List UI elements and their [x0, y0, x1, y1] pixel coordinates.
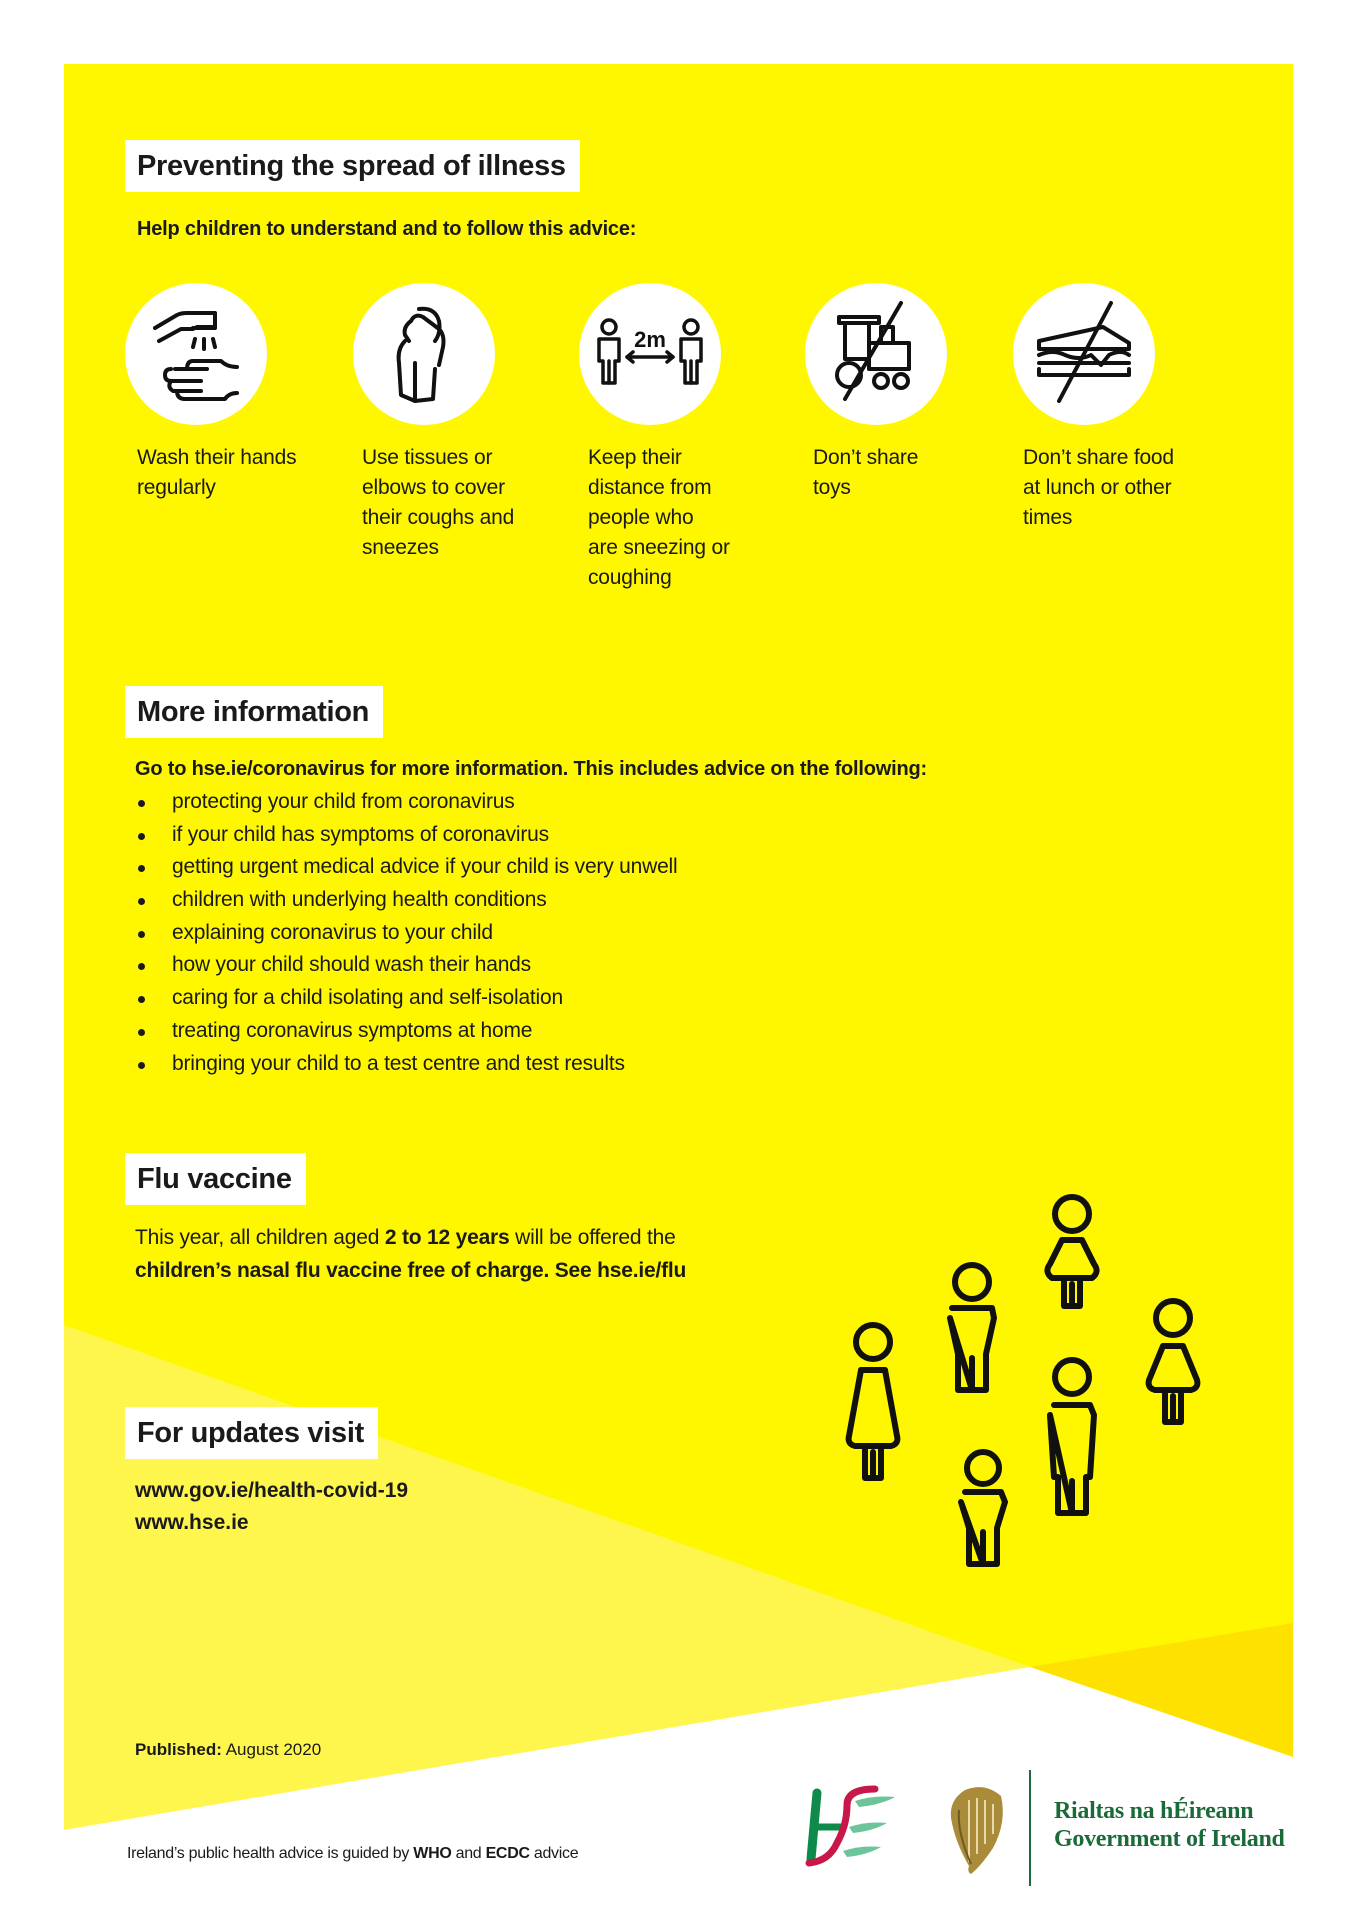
social-distance-2m-icon: 2m: [597, 318, 703, 385]
published-label: Published:: [135, 1740, 222, 1759]
caption-line: Don’t share food: [1023, 446, 1174, 469]
flu-text-line2: children’s nasal flu vaccine free of cha…: [135, 1259, 687, 1282]
caption-line: Keep their: [588, 446, 682, 469]
child-figure-icon: [958, 1449, 1008, 1567]
icon-circle-distance: 2m: [579, 283, 721, 425]
caption-cough-elbow: Use tissues or elbows to cover their cou…: [362, 443, 562, 563]
published-value: August 2020: [221, 1740, 322, 1759]
guidance-text: advice: [529, 1845, 579, 1862]
list-item: if your child has symptoms of coronaviru…: [135, 819, 677, 852]
child-figure-icon: [1047, 1357, 1097, 1516]
section-title-preventing: Preventing the spread of illness: [125, 140, 580, 192]
flu-age-range: 2 to 12 years: [384, 1226, 510, 1249]
caption-line: at lunch or other: [1023, 476, 1172, 499]
child-figure-icon: [1145, 1298, 1201, 1425]
preventing-subtitle: Help children to understand and to follo…: [137, 218, 637, 240]
caption-distance: Keep their distance from people who are …: [588, 443, 788, 593]
hand-washing-icon: [153, 311, 239, 401]
list-item: caring for a child isolating and self-is…: [135, 982, 677, 1015]
list-item: explaining coronavirus to your child: [135, 917, 677, 950]
no-food-sharing-icon: [1037, 301, 1131, 403]
caption-hand-washing: Wash their hands regularly: [137, 443, 337, 503]
list-item: children with underlying health conditio…: [135, 884, 677, 917]
flu-text-line1: This year, all children aged 2 to 12 yea…: [135, 1221, 676, 1254]
caption-line: times: [1023, 506, 1073, 529]
section-title-text: Preventing the spread of illness: [137, 150, 566, 182]
list-item: getting urgent medical advice if your ch…: [135, 851, 678, 884]
gov-name-english: Government of Ireland: [1054, 1826, 1285, 1852]
caption-line: Don’t share: [813, 446, 919, 469]
caption-line: are sneezing or: [588, 536, 730, 559]
caption-no-food: Don’t share food at lunch or other times: [1023, 443, 1223, 533]
guidance-who: WHO: [413, 1845, 452, 1862]
child-figure-icon: [947, 1262, 997, 1393]
caption-no-toys: Don’t share toys: [813, 443, 1013, 503]
caption-line: their coughs and: [362, 506, 515, 529]
flu-text-regular: will be offered the: [509, 1226, 676, 1249]
harp-emblem-icon: [950, 1787, 1003, 1874]
list-item: how your child should wash their hands: [135, 949, 677, 982]
child-figure-icon: [845, 1322, 901, 1481]
more-info-intro: Go to hse.ie/coronavirus for more inform…: [135, 758, 927, 780]
caption-line: people who: [588, 506, 694, 529]
flu-text-regular: This year, all children aged: [135, 1226, 385, 1249]
caption-line: sneezes: [362, 536, 439, 559]
section-title-text: More information: [137, 696, 370, 728]
gov-name-irish: Rialtas na hÉireann: [1054, 1798, 1254, 1824]
caption-line: Wash their hands: [137, 446, 297, 469]
icon-circle-no-toys: [805, 283, 947, 425]
child-figure-icon: [1044, 1194, 1100, 1309]
section-title-flu: Flu vaccine: [125, 1153, 306, 1205]
guidance-text: Ireland’s public health advice is guided…: [127, 1845, 414, 1862]
guidance-text: and: [451, 1845, 486, 1862]
list-item: protecting your child from coronavirus: [135, 786, 677, 819]
list-item: bringing your child to a test centre and…: [135, 1048, 677, 1081]
section-title-more-info: More information: [125, 686, 384, 738]
section-title-text: For updates visit: [137, 1417, 364, 1449]
caption-line: elbows to cover: [362, 476, 505, 499]
icon-circle-cough-elbow: [353, 283, 495, 425]
no-toys-icon: [835, 301, 911, 401]
caption-line: toys: [813, 476, 851, 499]
link-hse[interactable]: www.hse.ie: [135, 1511, 249, 1534]
guidance-note: Ireland’s public health advice is guided…: [127, 1845, 579, 1863]
caption-line: distance from: [588, 476, 712, 499]
list-item: treating coronavirus symptoms at home: [135, 1015, 677, 1048]
icon-circle-no-food: [1013, 283, 1155, 425]
section-title-text: Flu vaccine: [137, 1163, 292, 1195]
cough-into-elbow-icon: [396, 306, 446, 403]
caption-line: Use tissues or: [362, 446, 493, 469]
logo-divider: [1029, 1770, 1031, 1886]
icon-circle-hand-washing: [125, 283, 267, 425]
more-info-list: protecting your child from coronavirus i…: [135, 786, 678, 1081]
children-figures-illustration: [845, 1194, 1201, 1567]
guidance-ecdc: ECDC: [485, 1845, 530, 1862]
link-gov-health-covid[interactable]: www.gov.ie/health-covid-19: [135, 1479, 409, 1502]
published-date: Published: August 2020: [135, 1740, 321, 1760]
section-title-updates: For updates visit: [125, 1407, 378, 1459]
caption-line: coughing: [588, 566, 672, 589]
hse-logo-icon: [805, 1785, 895, 1867]
svg-text:2m: 2m: [634, 327, 666, 352]
caption-line: regularly: [137, 476, 216, 499]
